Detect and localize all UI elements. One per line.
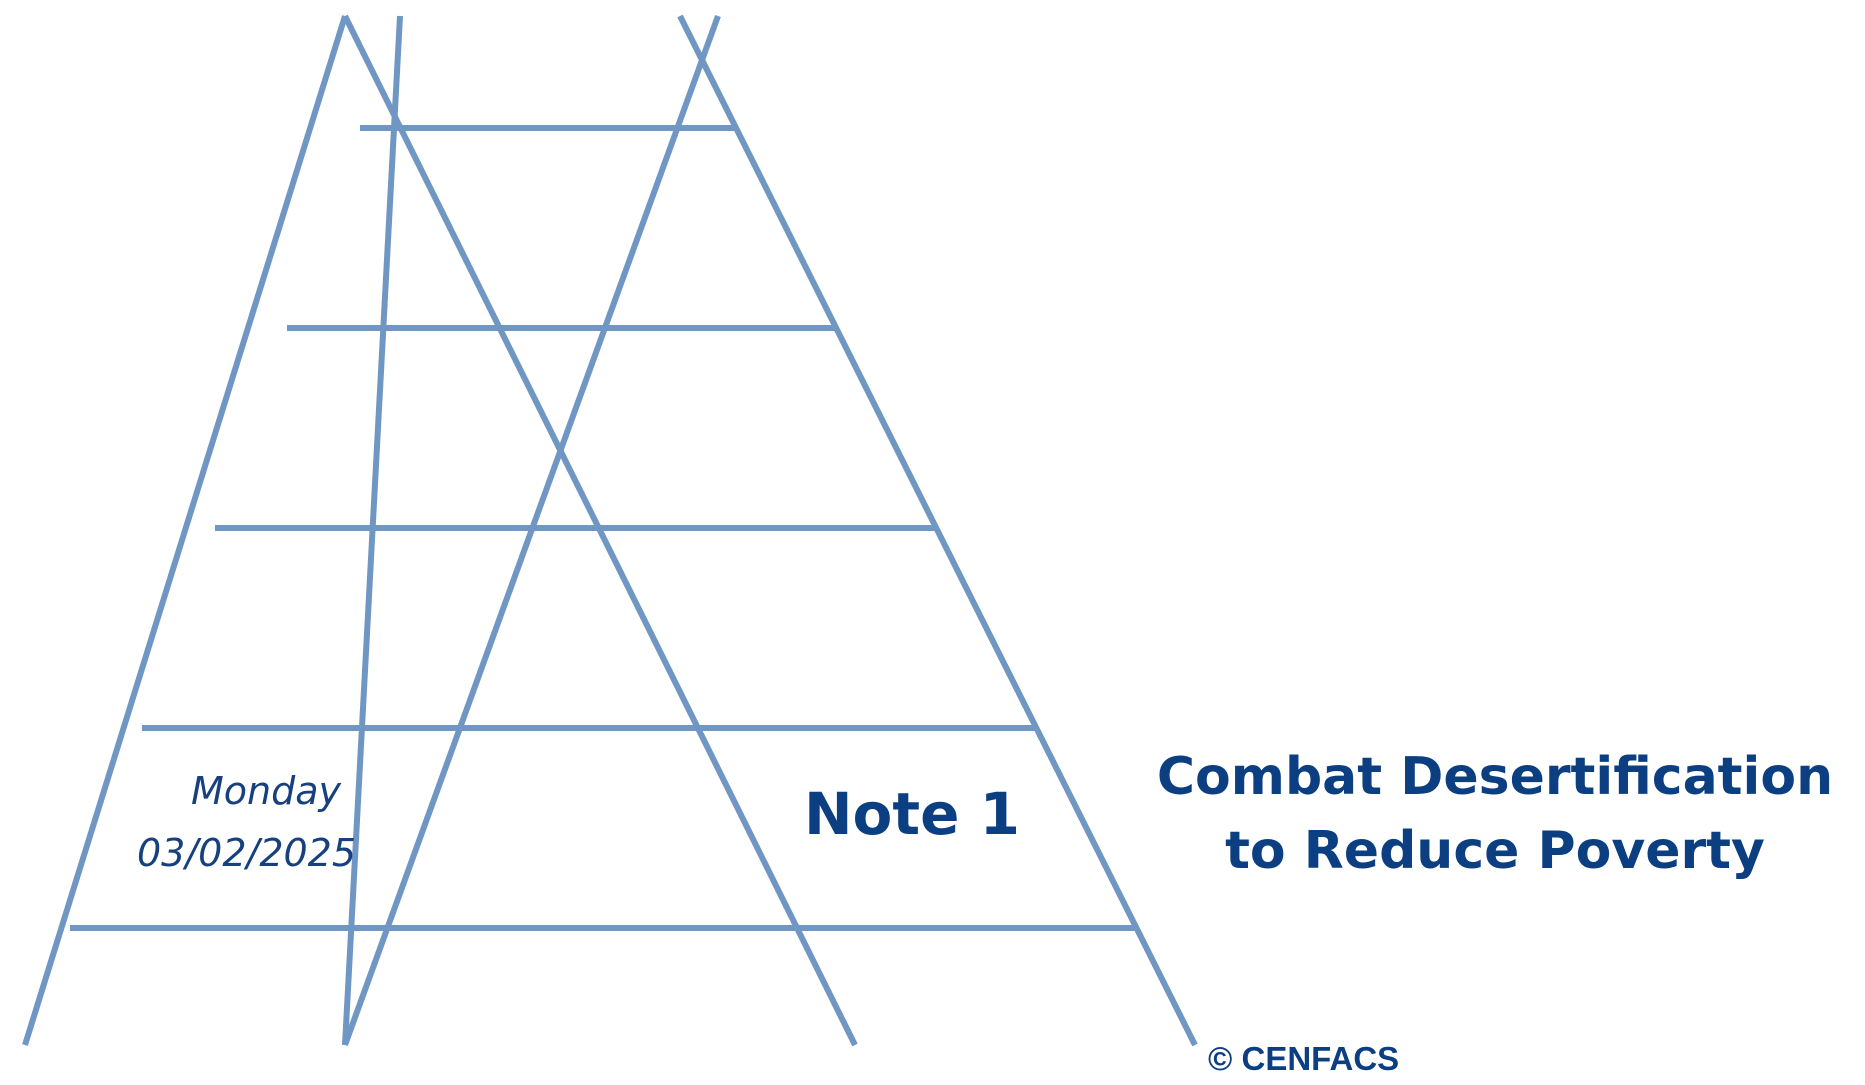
note-label: Note 1 [804, 780, 1020, 848]
headline-line-1: Combat Desertification [1156, 747, 1834, 807]
date-value: 03/02/2025 [137, 831, 357, 875]
date-day: Monday [191, 769, 342, 813]
headline-line-2: to Reduce Poverty [1225, 821, 1765, 881]
headline: Combat Desertification to Reduce Poverty [1130, 740, 1860, 888]
copyright-notice: © CENFACS [1208, 1040, 1400, 1077]
ladder-rail [22, 15, 348, 1046]
